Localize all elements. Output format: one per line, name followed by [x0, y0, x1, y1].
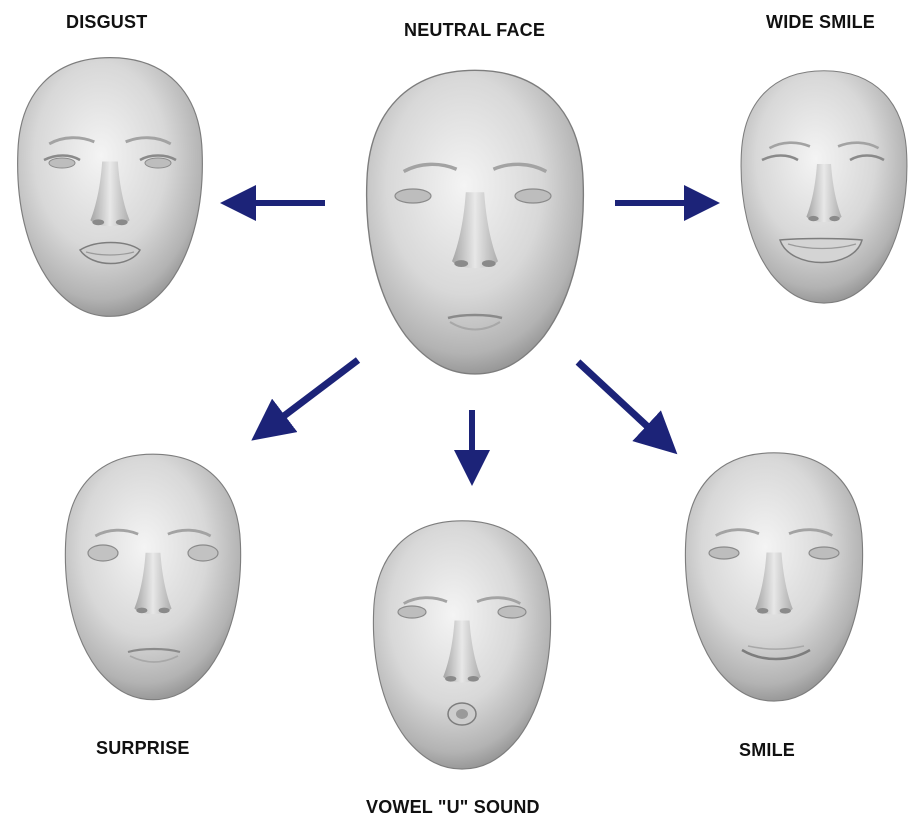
smile-face	[685, 453, 862, 701]
label-disgust: DISGUST	[66, 12, 147, 33]
arrow-to-smile	[578, 362, 662, 440]
neutral-face	[367, 70, 584, 374]
label-vowel-u-sound: VOWEL "U" SOUND	[366, 797, 540, 818]
label-wide-smile: WIDE SMILE	[766, 12, 875, 33]
disgust-face	[18, 58, 203, 317]
wide-smile-face	[741, 71, 907, 303]
vowel-u-face	[373, 521, 550, 769]
label-neutral-face: NEUTRAL FACE	[404, 20, 545, 41]
arrow-to-surprise	[268, 360, 358, 428]
label-surprise: SURPRISE	[96, 738, 190, 759]
label-smile: SMILE	[739, 740, 795, 761]
surprise-face	[65, 454, 240, 700]
